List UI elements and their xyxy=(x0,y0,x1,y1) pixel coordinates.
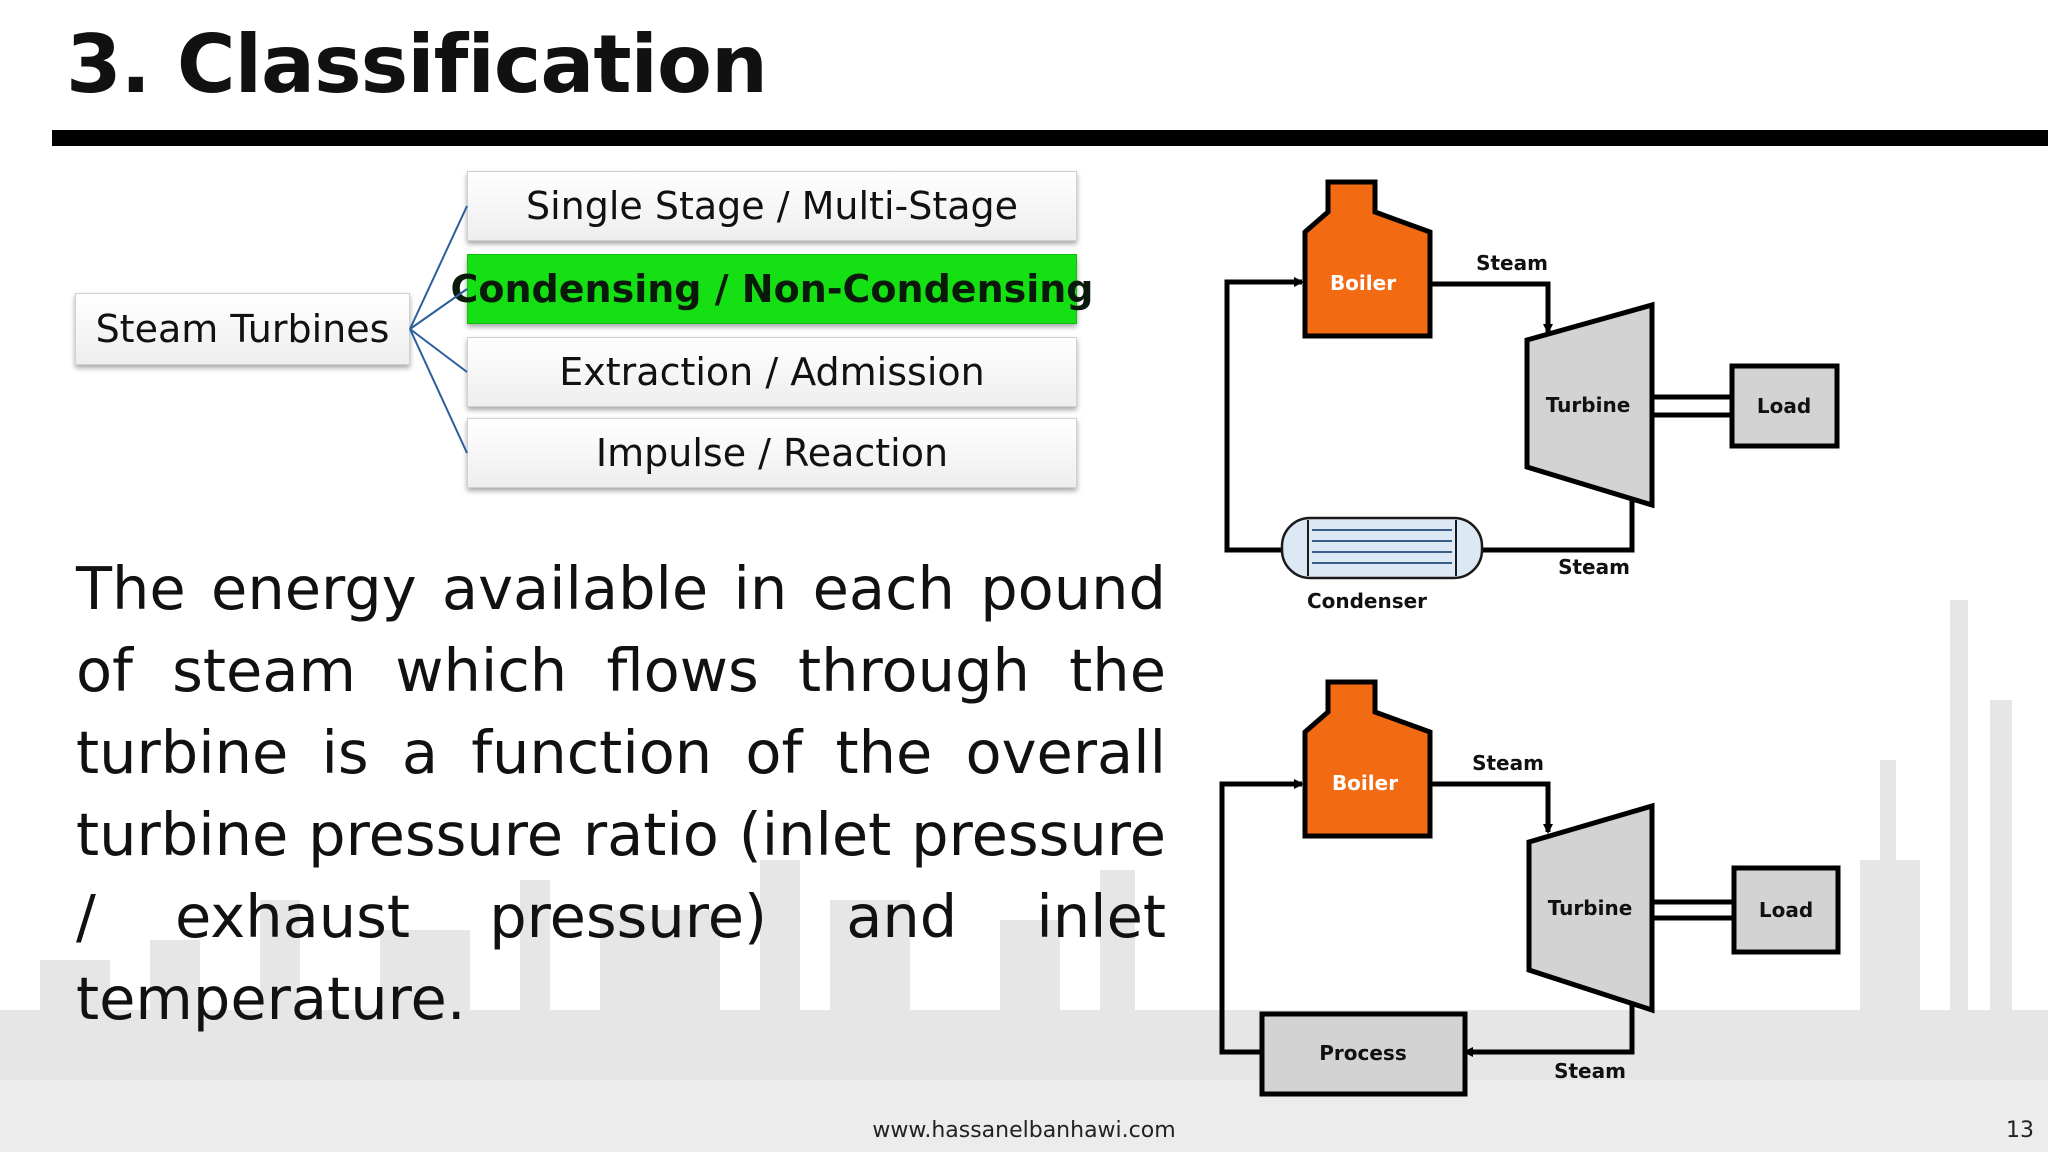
boiler-shape xyxy=(1302,679,1433,839)
return-line xyxy=(1219,779,1304,1055)
condenser-shape xyxy=(1280,516,1484,580)
exhaust-to-condenser-line xyxy=(1460,500,1635,555)
category-extraction-admission: Extraction / Admission xyxy=(467,337,1077,407)
tree-connectors xyxy=(409,205,468,454)
connector-line xyxy=(409,205,468,330)
category-single-multi-stage: Single Stage / Multi-Stage xyxy=(467,171,1077,241)
steam-in-label: Steam xyxy=(1472,751,1544,775)
condenser-label: Condenser xyxy=(1307,589,1427,613)
slide-title: 3. Classification xyxy=(66,18,768,111)
page-number: 13 xyxy=(2006,1118,2034,1143)
category-condensing-non-condensing: Condensing / Non-Condensing xyxy=(451,254,1094,324)
turbine-shape xyxy=(1526,802,1655,1014)
body-paragraph: The energy available in each pound of st… xyxy=(76,554,1166,1033)
condensing-cycle-diagram: Boiler Turbine Load Condenser Steam Stea… xyxy=(1224,179,1840,613)
connector-line xyxy=(409,328,468,454)
load-label: Load xyxy=(1757,394,1811,418)
boiler-shape xyxy=(1302,179,1433,339)
steam-to-turbine-line xyxy=(1430,281,1553,334)
title-divider xyxy=(52,130,2048,146)
turbine-label: Turbine xyxy=(1548,896,1633,920)
footer-url: www.hassanelbanhawi.com xyxy=(872,1118,1176,1143)
steam-in-label: Steam xyxy=(1476,251,1548,275)
load-label: Load xyxy=(1759,898,1813,922)
return-line xyxy=(1224,277,1305,553)
non-condensing-cycle-diagram: Boiler Turbine Load Process Steam Steam xyxy=(1219,679,1841,1097)
steam-out-label: Steam xyxy=(1558,555,1630,579)
boiler-label: Boiler xyxy=(1330,271,1396,295)
connector-line xyxy=(409,288,468,330)
turbine-shape xyxy=(1524,301,1655,509)
process-box xyxy=(1259,1011,1468,1097)
load-box xyxy=(1729,363,1840,449)
connector-line xyxy=(409,328,468,373)
load-box xyxy=(1731,865,1841,955)
process-label: Process xyxy=(1319,1041,1407,1065)
boiler-label: Boiler xyxy=(1332,771,1398,795)
turbine-label: Turbine xyxy=(1546,393,1631,417)
category-impulse-reaction: Impulse / Reaction xyxy=(467,418,1077,488)
tree-root-steam-turbines: Steam Turbines xyxy=(75,293,410,365)
exhaust-to-process-line xyxy=(1463,1005,1635,1057)
steam-to-turbine-line xyxy=(1430,781,1553,834)
steam-out-label: Steam xyxy=(1554,1059,1626,1083)
